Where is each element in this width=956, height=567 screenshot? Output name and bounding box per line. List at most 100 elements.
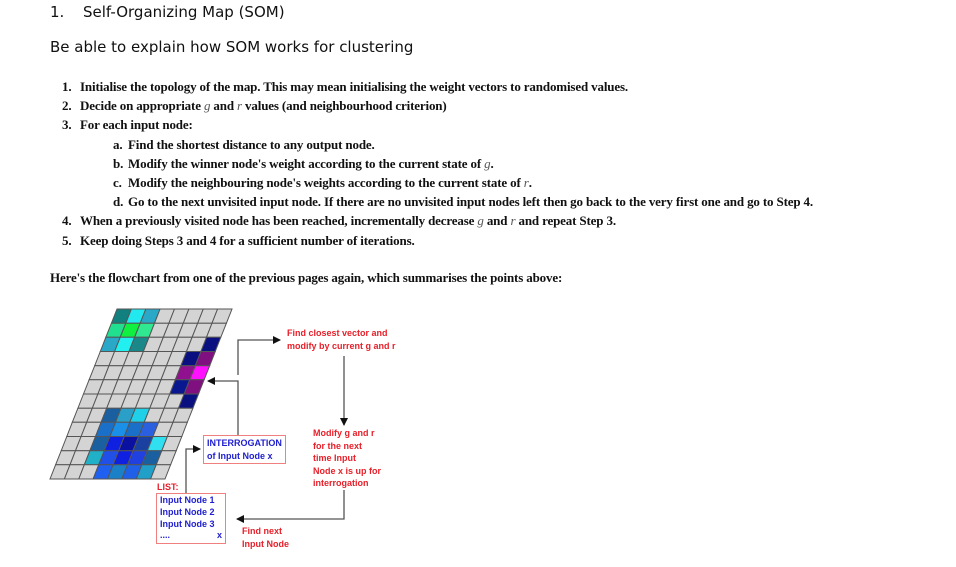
- var-r: r: [237, 98, 242, 114]
- som-node: [110, 308, 133, 324]
- som-node: [133, 322, 156, 338]
- learning-objective: Be able to explain how SOM works for clu…: [50, 38, 414, 56]
- som-node: [165, 351, 188, 367]
- som-node: [71, 407, 94, 423]
- som-node: [134, 393, 157, 409]
- som-node: [83, 450, 106, 466]
- som-node: [182, 308, 205, 324]
- substep-b: b.Modify the winner node's weight accord…: [113, 155, 494, 171]
- som-node: [148, 322, 170, 338]
- som-node: [125, 308, 147, 324]
- som-node: [60, 436, 82, 452]
- find-next-label: Find next Input Node: [242, 526, 289, 549]
- som-node: [151, 351, 173, 367]
- input-node-list: Input Node 1 Input Node 2 Input Node 3 .…: [156, 493, 226, 545]
- som-node: [69, 450, 91, 466]
- som-node: [125, 379, 148, 395]
- var-r: r: [510, 213, 516, 229]
- arrow-to-list: [236, 490, 345, 523]
- som-node: [140, 379, 162, 395]
- som-node: [82, 379, 105, 395]
- som-node: [49, 464, 71, 480]
- som-grid: [49, 308, 233, 480]
- som-node: [142, 336, 165, 352]
- substep-a: a.Find the shortest distance to any outp…: [113, 136, 375, 152]
- som-node: [109, 421, 131, 437]
- som-node: [112, 450, 134, 466]
- som-node: [152, 421, 174, 437]
- som-node: [122, 351, 145, 367]
- som-node: [108, 351, 130, 367]
- som-node: [196, 308, 219, 324]
- flowchart-intro: Here's the flowchart from one of the pre…: [50, 270, 563, 285]
- som-node: [211, 308, 233, 324]
- som-node: [94, 421, 117, 437]
- som-node: [80, 421, 102, 437]
- som-node: [139, 308, 161, 324]
- som-node: [162, 322, 185, 338]
- som-node: [183, 379, 205, 395]
- substep-c: c.Modify the neighbouring node's weights…: [113, 175, 532, 191]
- som-node: [111, 379, 133, 395]
- som-node: [100, 407, 122, 423]
- som-node: [88, 365, 110, 381]
- som-node: [185, 336, 208, 352]
- var-g: g: [477, 213, 484, 229]
- som-node: [137, 421, 160, 437]
- section-title: Self-Organizing Map (SOM): [83, 3, 285, 21]
- step-4: 4.When a previously visited node has bee…: [62, 213, 616, 229]
- list-item: Input Node 1: [160, 495, 215, 505]
- som-node: [97, 450, 120, 466]
- som-node: [103, 436, 126, 452]
- som-node: [119, 322, 141, 338]
- list-item-last: .... x: [160, 530, 222, 541]
- som-node: [126, 450, 149, 466]
- som-node: [105, 393, 128, 409]
- som-node: [177, 393, 200, 409]
- som-node: [171, 336, 193, 352]
- section-heading: 1. Self-Organizing Map (SOM): [50, 3, 285, 21]
- som-node: [166, 421, 189, 437]
- som-node: [154, 379, 177, 395]
- interrogation-box: INTERROGATION of Input Node x: [203, 435, 286, 464]
- som-node: [156, 336, 179, 352]
- substep-d: d.Go to the next unvisited input node. I…: [113, 194, 814, 210]
- som-node: [149, 464, 172, 480]
- list-label: LIST:: [157, 482, 179, 492]
- var-g: g: [484, 155, 491, 171]
- find-closest-label: Find closest vector and modify by curren…: [287, 328, 396, 351]
- som-node: [137, 351, 159, 367]
- arrow-to-grid: [207, 377, 239, 435]
- som-node: [169, 379, 191, 395]
- step-3: 3.For each input node:: [62, 117, 193, 133]
- som-node: [153, 308, 176, 324]
- section-number: 1.: [50, 3, 65, 21]
- som-node: [92, 464, 114, 480]
- som-node: [205, 322, 228, 338]
- var-r: r: [523, 175, 529, 191]
- som-node: [121, 464, 143, 480]
- som-node: [172, 407, 194, 423]
- arrow-to-find-closest: [237, 336, 281, 375]
- step-2: 2.Decide on appropriate g and r values (…: [62, 98, 447, 114]
- som-steps-list: 1.Initialise the topology of the map. Th…: [62, 77, 813, 250]
- som-node: [117, 436, 140, 452]
- som-node: [141, 450, 163, 466]
- list-item: Input Node 2: [160, 506, 215, 517]
- som-node: [66, 421, 88, 437]
- list-item: Input Node 3: [160, 518, 215, 529]
- som-node: [188, 365, 211, 381]
- som-node: [77, 393, 99, 409]
- step-5: 5.Keep doing Steps 3 and 4 for a suffici…: [62, 232, 415, 248]
- som-node: [191, 322, 213, 338]
- som-node: [149, 393, 171, 409]
- som-node: [131, 365, 153, 381]
- som-node: [180, 351, 202, 367]
- som-node: [157, 407, 180, 423]
- som-node: [160, 365, 182, 381]
- som-node: [63, 464, 86, 480]
- som-node: [114, 407, 137, 423]
- som-node: [161, 436, 183, 452]
- som-node: [163, 393, 185, 409]
- som-node: [128, 336, 150, 352]
